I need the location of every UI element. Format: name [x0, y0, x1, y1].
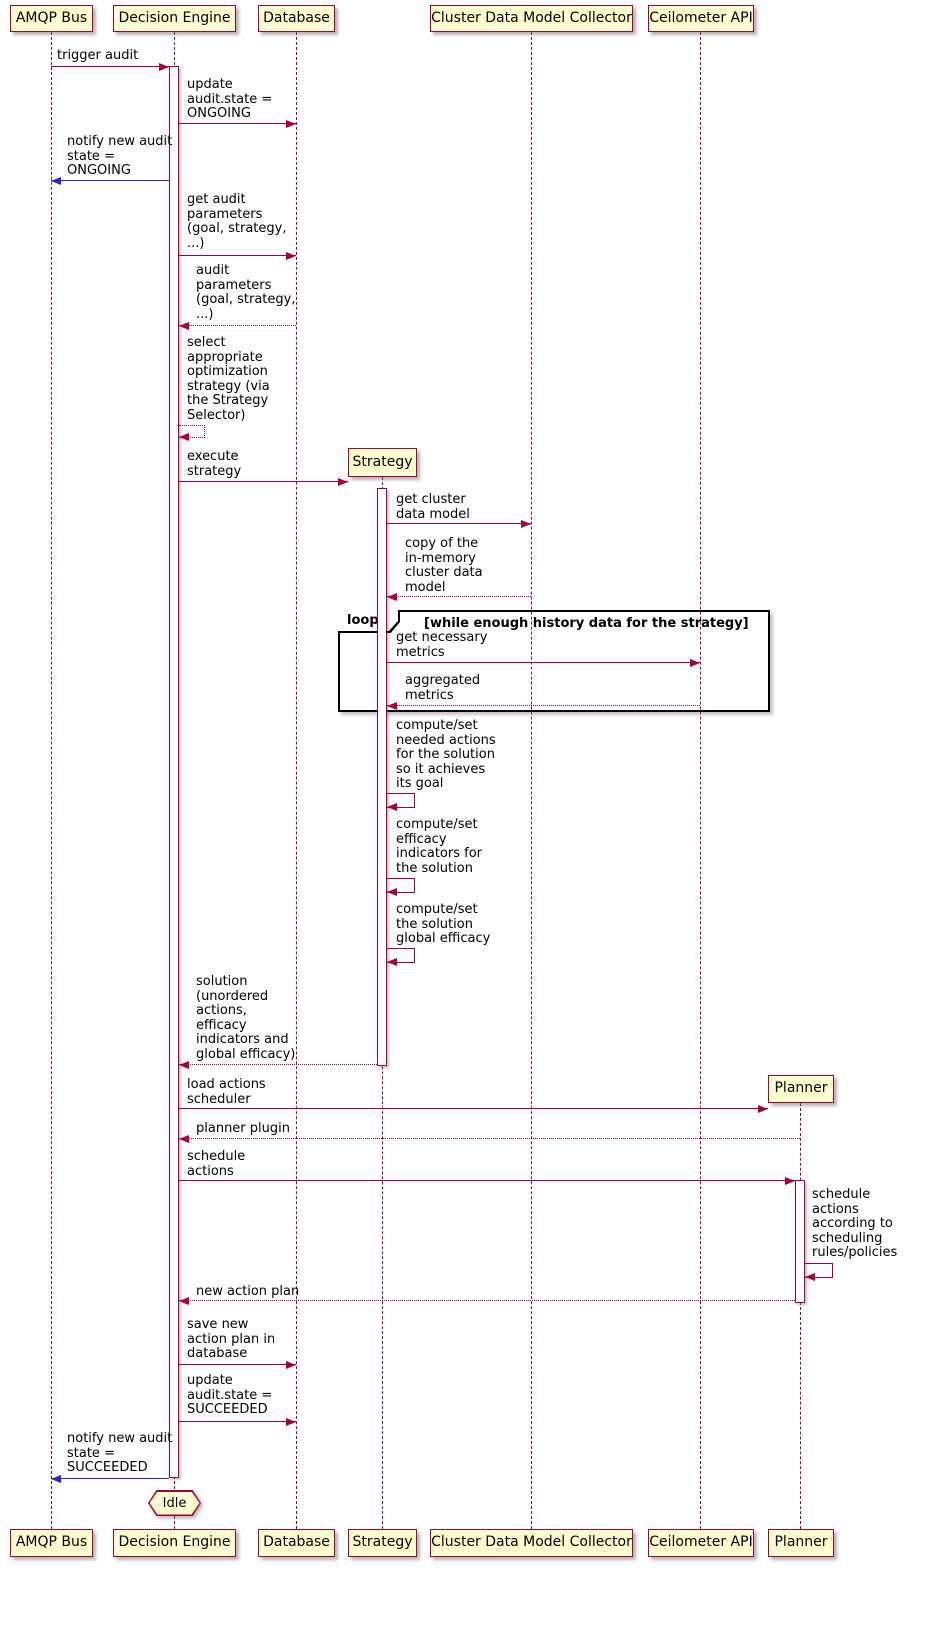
lifeline-planner	[800, 1103, 801, 1529]
arrow-update-succeeded	[179, 1418, 296, 1426]
participant-ceilometer-bottom: Ceilometer API	[648, 1529, 754, 1557]
loop-frame-condition: [while enough history data for the strat…	[424, 616, 749, 631]
arrowhead	[521, 520, 531, 528]
arrowhead	[159, 63, 169, 71]
participant-decision-engine-bottom: Decision Engine	[113, 1529, 236, 1557]
arrow-update-ongoing	[179, 120, 296, 128]
arrowhead	[179, 1297, 189, 1305]
message-save-action-plan: save new action plan in database	[187, 1317, 276, 1362]
message-schedule-self: schedule actions according to scheduling…	[812, 1187, 898, 1261]
lifeline-amqp-bus	[51, 32, 52, 1529]
participant-database-bottom: Database	[258, 1529, 335, 1557]
arrow-aggregated-metrics	[387, 702, 700, 710]
arrowhead	[785, 1177, 795, 1185]
arrowhead	[387, 803, 397, 811]
arrowhead	[387, 958, 397, 966]
message-solution-return: solution (unordered actions, efficacy in…	[196, 974, 296, 1062]
loop-frame-tab: loop	[338, 610, 400, 633]
arrow-solution-return	[179, 1061, 377, 1069]
message-compute-actions: compute/set needed actions for the solut…	[396, 718, 496, 792]
arrowhead	[179, 322, 189, 330]
idle-state-fill	[149, 1491, 200, 1515]
self-message-compute-global-efficacy	[387, 948, 415, 966]
arrowhead	[51, 1475, 61, 1483]
idle-state: Idle	[148, 1490, 201, 1516]
arrow-notify-succeeded	[51, 1475, 169, 1483]
message-update-succeeded: update audit.state = SUCCEEDED	[187, 1373, 273, 1418]
message-execute-strategy: execute strategy	[187, 449, 242, 479]
lifeline-ceilometer	[700, 32, 701, 1529]
arrow-save-action-plan	[179, 1361, 296, 1369]
arrow-schedule-actions	[179, 1177, 795, 1185]
lifeline-collector	[531, 32, 532, 1529]
arrow-load-scheduler	[179, 1105, 768, 1113]
arrowhead	[51, 177, 61, 185]
message-get-metrics: get necessary metrics	[396, 630, 488, 660]
arrowhead	[286, 1418, 296, 1426]
message-audit-parameters-return: audit parameters (goal, strategy, ...)	[196, 263, 296, 322]
participant-collector-bottom: Cluster Data Model Collector	[430, 1529, 633, 1557]
participant-database-top: Database	[258, 5, 335, 32]
self-message-compute-efficacy	[387, 878, 415, 896]
participant-amqp-bus-top: AMQP Bus	[10, 5, 93, 32]
arrowhead	[286, 1361, 296, 1369]
arrow-get-cluster-model	[387, 520, 531, 528]
participant-ceilometer-top: Ceilometer API	[648, 5, 754, 32]
self-message-schedule-actions	[805, 1263, 833, 1281]
participant-collector-top: Cluster Data Model Collector	[430, 5, 633, 32]
arrow-trigger-audit	[51, 63, 169, 71]
message-trigger-audit: trigger audit	[57, 48, 139, 63]
activation-planner	[795, 1180, 805, 1303]
arrow-get-metrics	[387, 659, 700, 667]
loop-keyword: loop	[347, 613, 379, 628]
message-get-audit-parameters: get audit parameters (goal, strategy, ..…	[187, 192, 287, 251]
activation-strategy	[377, 488, 387, 1066]
participant-strategy-created: Strategy	[348, 448, 417, 477]
arrowhead	[387, 702, 397, 710]
message-planner-plugin: planner plugin	[196, 1121, 290, 1136]
self-message-compute-actions	[387, 793, 415, 811]
arrowhead	[758, 1105, 768, 1113]
loop-frame: loop [while enough history data for the …	[338, 610, 770, 712]
participant-decision-engine-top: Decision Engine	[113, 5, 236, 32]
arrowhead	[338, 478, 348, 486]
arrowhead	[286, 120, 296, 128]
arrowhead	[805, 1273, 815, 1281]
message-schedule-actions: schedule actions	[187, 1149, 246, 1179]
self-message-select-strategy	[179, 425, 205, 441]
arrow-planner-plugin	[179, 1135, 800, 1143]
lifeline-database	[296, 32, 297, 1529]
message-compute-efficacy: compute/set efficacy indicators for the …	[396, 817, 483, 876]
idle-state-label: Idle	[162, 1495, 187, 1511]
participant-planner-bottom: Planner	[768, 1529, 834, 1557]
message-cluster-model-return: copy of the in-memory cluster data model	[405, 536, 483, 595]
arrow-notify-ongoing	[51, 177, 169, 185]
participant-strategy-bottom: Strategy	[348, 1529, 417, 1557]
arrow-audit-parameters-return	[179, 322, 296, 330]
arrow-new-action-plan	[179, 1297, 795, 1305]
arrowhead	[179, 1061, 189, 1069]
arrowhead	[387, 888, 397, 896]
message-get-cluster-model: get cluster data model	[396, 492, 470, 522]
arrow-execute-strategy	[179, 478, 348, 486]
participant-planner-created: Planner	[768, 1075, 834, 1103]
arrowhead	[179, 433, 189, 441]
message-aggregated-metrics: aggregated metrics	[405, 673, 481, 703]
arrowhead	[690, 659, 700, 667]
participant-amqp-bus-bottom: AMQP Bus	[10, 1529, 93, 1557]
arrow-cluster-model-return	[387, 593, 531, 601]
message-notify-succeeded: notify new audit state = SUCCEEDED	[67, 1431, 173, 1476]
message-select-strategy: select appropriate optimization strategy…	[187, 335, 270, 423]
arrowhead	[387, 593, 397, 601]
activation-decision-engine	[169, 66, 179, 1478]
message-compute-global-efficacy: compute/set the solution global efficacy	[396, 902, 491, 947]
arrowhead	[179, 1135, 189, 1143]
message-update-ongoing: update audit.state = ONGOING	[187, 77, 273, 122]
message-load-scheduler: load actions scheduler	[187, 1077, 266, 1107]
message-notify-ongoing: notify new audit state = ONGOING	[67, 134, 173, 179]
arrowhead	[286, 252, 296, 260]
arrow-get-audit-parameters	[179, 252, 296, 260]
message-new-action-plan: new action plan	[196, 1284, 300, 1299]
